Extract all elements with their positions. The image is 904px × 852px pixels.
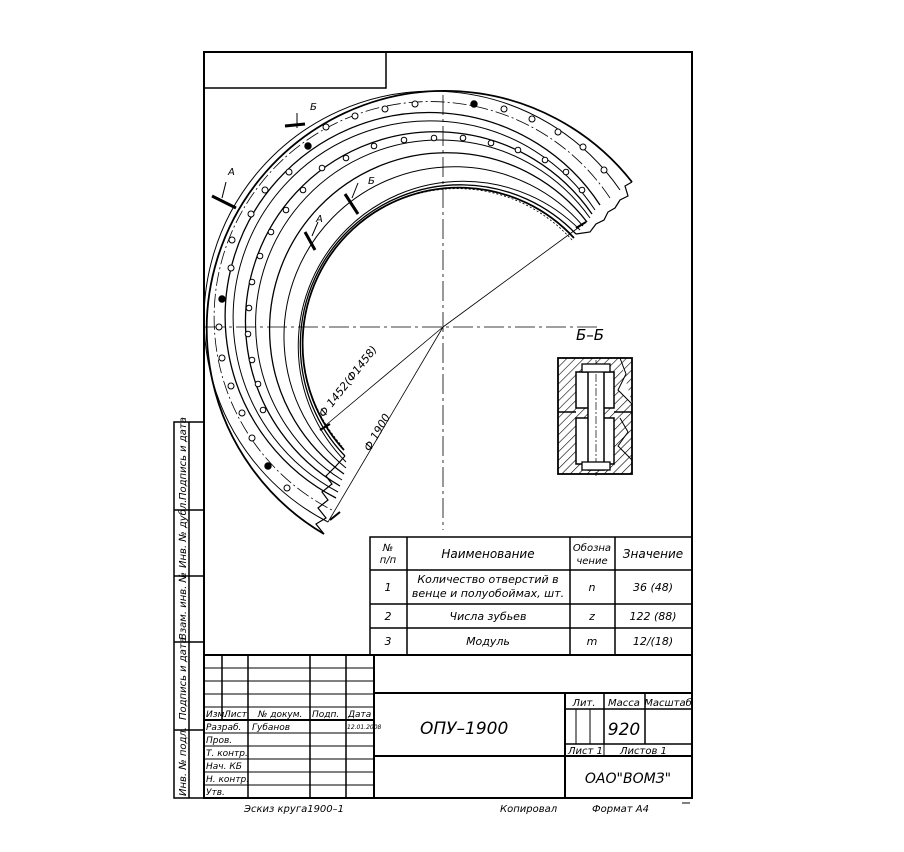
tb-header-date: Дата	[347, 710, 371, 720]
footer-file-name: Эскиз круга1900–1	[243, 804, 344, 815]
tb-lit-label: Лит.	[571, 698, 595, 709]
spec-table	[369, 536, 693, 656]
tb-company: ОАО"ВОМЗ"	[585, 771, 671, 787]
spec-row-1-name-line1: Количество отверстий в	[417, 573, 558, 586]
tb-role-head-kb: Нач. КБ	[206, 762, 242, 772]
spec-row-3-name: Модуль	[466, 635, 510, 648]
spec-row-2-desig: z	[588, 610, 595, 623]
spec-header-num-1: №	[382, 543, 393, 554]
tb-role-tech-control: Т. контр.	[206, 749, 248, 759]
side-stamp-dup-inventory: Инв. № дубл.	[177, 500, 189, 568]
spec-row-1-value: 36 (48)	[633, 581, 673, 594]
tb-header-list: Лист	[223, 710, 248, 720]
view-mark-a-inner: А	[315, 214, 323, 225]
side-stamp-columns	[173, 421, 205, 799]
tb-header-izm: Изм.	[206, 710, 227, 720]
spec-row-2-name: Числа зубьев	[450, 610, 527, 623]
ring-drawing	[203, 90, 633, 535]
tb-header-sign: Подп.	[312, 710, 339, 720]
side-stamp-replace-inventory: Взам. инв. №	[178, 572, 189, 640]
tb-mass-value: 920	[608, 720, 640, 740]
spec-row-1-desig: n	[589, 581, 596, 594]
footer-format: Формат А4	[592, 804, 649, 815]
side-stamp-orig-inventory: Инв. № подл.	[178, 727, 189, 796]
spec-header-name: Наименование	[441, 547, 534, 561]
spec-row-1-name-line2: венце и полуобоймах, шт.	[412, 587, 564, 600]
tb-mass-label: Масса	[608, 698, 640, 709]
tb-sheet: Лист 1	[567, 746, 603, 757]
section-label: Б–Б	[576, 326, 604, 344]
spec-header-value: Значение	[623, 547, 683, 561]
spec-row-3-desig: m	[587, 635, 598, 648]
tb-designation: ОПУ–1900	[420, 719, 508, 739]
spec-header-desig-1: Обозна	[573, 542, 611, 554]
side-stamp-signature-date-2: Подпись и дата	[178, 637, 189, 720]
bolt-holes	[215, 100, 608, 492]
dim-outer-diameter: Ф 1900	[361, 412, 393, 454]
tb-developer-date: 12.01.2008	[347, 724, 382, 731]
spec-header-num-2: п/п	[380, 555, 397, 566]
side-stamp-signature-date-1: Подпись и дата	[178, 417, 189, 500]
tb-role-checked: Пров.	[206, 736, 232, 746]
tb-sheets: Листов 1	[619, 746, 667, 757]
spec-row-3-value: 12/(18)	[633, 635, 673, 648]
footer-copied: Копировал	[500, 804, 558, 815]
spec-row-2-num: 2	[385, 610, 392, 623]
spec-row-3-num: 3	[385, 635, 392, 648]
tb-role-norm-control: Н. контр.	[206, 775, 249, 785]
view-mark-b-lower: Б	[368, 176, 375, 187]
spec-row-2-value: 122 (88)	[629, 610, 676, 623]
section-cut-marks	[211, 113, 360, 251]
tb-scale-label: Масштаб	[644, 697, 692, 709]
spec-row-1-num: 1	[385, 581, 392, 594]
title-block-grid	[204, 654, 692, 798]
section-view	[557, 357, 633, 476]
view-mark-b-upper: Б	[310, 102, 317, 113]
dim-inner-diameter: Ф 1452(Ф1458)	[316, 343, 380, 420]
tb-header-doc: № докум.	[257, 710, 302, 720]
tb-role-developer: Разраб.	[206, 723, 241, 733]
tb-role-approved: Утв.	[206, 788, 225, 798]
view-mark-a-left: А	[227, 167, 235, 178]
tb-developer-name: Губанов	[252, 723, 290, 733]
spec-header-desig-2: чение	[576, 556, 607, 567]
